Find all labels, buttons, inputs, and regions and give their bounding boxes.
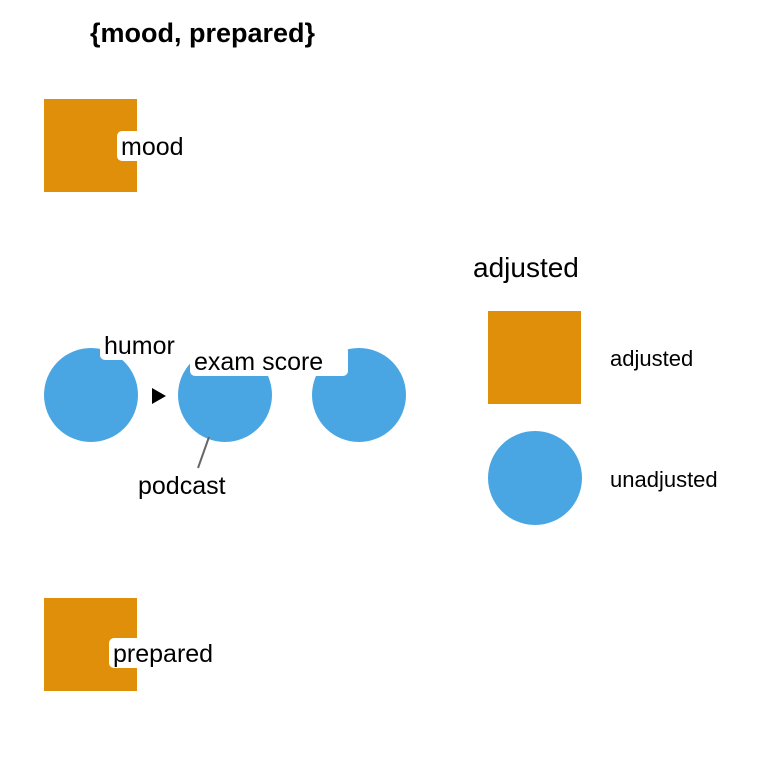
legend-label-unadjusted: unadjusted	[610, 467, 718, 492]
legend-label-adjusted: adjusted	[610, 346, 693, 371]
label-leader-podcast	[197, 436, 210, 469]
legend-key-adjusted	[488, 311, 581, 404]
node-humor	[44, 348, 138, 442]
label-prepared: prepared	[113, 640, 213, 668]
label-box-prepared	[109, 638, 230, 668]
label-box-mood	[117, 131, 193, 161]
label-exam-score: exam score	[194, 348, 323, 376]
label-mood: mood	[121, 133, 184, 161]
edge-arrowhead	[152, 388, 166, 404]
label-podcast: podcast	[138, 472, 226, 500]
plot-title: {mood, prepared}	[90, 18, 316, 48]
label-box-exam-score	[190, 346, 348, 376]
legend-key-unadjusted	[488, 431, 582, 525]
label-humor: humor	[104, 332, 175, 360]
legend-title: adjusted	[473, 252, 579, 283]
label-box-humor	[100, 330, 188, 360]
